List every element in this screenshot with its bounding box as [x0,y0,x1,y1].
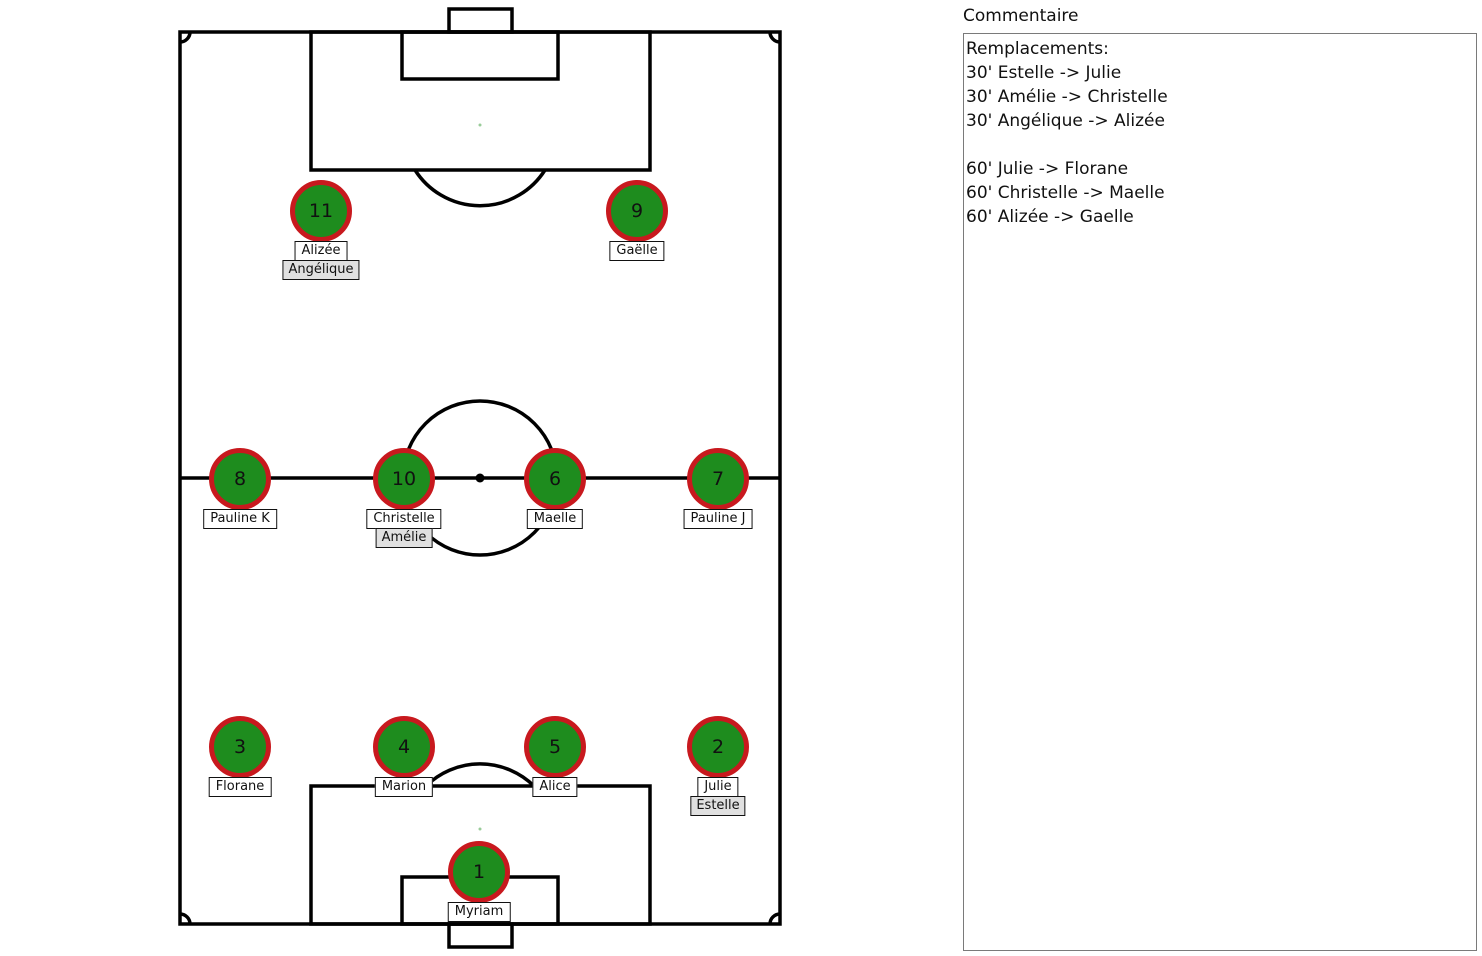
top-goal [447,7,514,34]
corner-arc-bl [179,912,192,925]
comment-line [966,133,1474,157]
player-number-disc[interactable]: 1 [448,841,510,903]
player-name-label[interactable]: Marion [374,777,434,797]
player-name-label[interactable]: Pauline J [683,509,753,529]
player-number-disc[interactable]: 8 [209,448,271,510]
comment-line: Remplacements: [966,39,1109,59]
player-name-label[interactable]: Christelle [366,509,442,529]
player-name-label[interactable]: Florane [208,777,272,797]
player-number-disc[interactable]: 11 [290,180,352,242]
bottom-penalty-spot [478,827,482,831]
player-number-disc[interactable]: 2 [687,716,749,778]
player-name-label[interactable]: Maelle [526,509,584,529]
player-number-disc[interactable]: 5 [524,716,586,778]
football-pitch [178,7,782,949]
comment-line: 60' Alizée -> Gaelle [966,207,1134,227]
comment-line: 60' Julie -> Florane [966,159,1129,179]
substitute-name-label[interactable]: Angélique [282,260,360,280]
player-number-disc[interactable]: 4 [373,716,435,778]
substitute-name-label[interactable]: Amélie [375,528,433,548]
player-name-label[interactable]: Pauline K [203,509,277,529]
player-name-label[interactable]: Myriam [447,902,511,922]
player-name-label[interactable]: Julie [697,777,739,797]
player-number-disc[interactable]: 7 [687,448,749,510]
bottom-penalty-arc [424,762,536,788]
comment-line: 30' Estelle -> Julie [966,63,1122,83]
top-penalty-arc [413,169,547,208]
comment-line: 30' Amélie -> Christelle [966,87,1168,107]
corner-arc-tl [179,31,192,44]
comment-textarea[interactable]: Remplacements: 30' Estelle -> Julie 30' Am… [963,33,1477,951]
comment-label: Commentaire [963,6,1079,26]
corner-arc-br [768,912,781,925]
comment-line: 30' Angélique -> Alizée [966,111,1165,131]
player-number-disc[interactable]: 9 [606,180,668,242]
top-penalty-area [309,30,652,172]
top-goal-area [400,30,560,81]
substitute-name-label[interactable]: Estelle [690,796,746,816]
comment-line: 60' Christelle -> Maelle [966,183,1165,203]
player-name-label[interactable]: Alice [532,777,578,797]
player-name-label[interactable]: Alizée [294,241,348,261]
player-number-disc[interactable]: 6 [524,448,586,510]
player-name-label[interactable]: Gaëlle [609,241,665,261]
player-number-disc[interactable]: 3 [209,716,271,778]
bottom-goal [447,922,514,949]
center-spot [475,473,485,483]
top-penalty-spot [478,123,482,127]
player-number-disc[interactable]: 10 [373,448,435,510]
corner-arc-tr [768,31,781,44]
